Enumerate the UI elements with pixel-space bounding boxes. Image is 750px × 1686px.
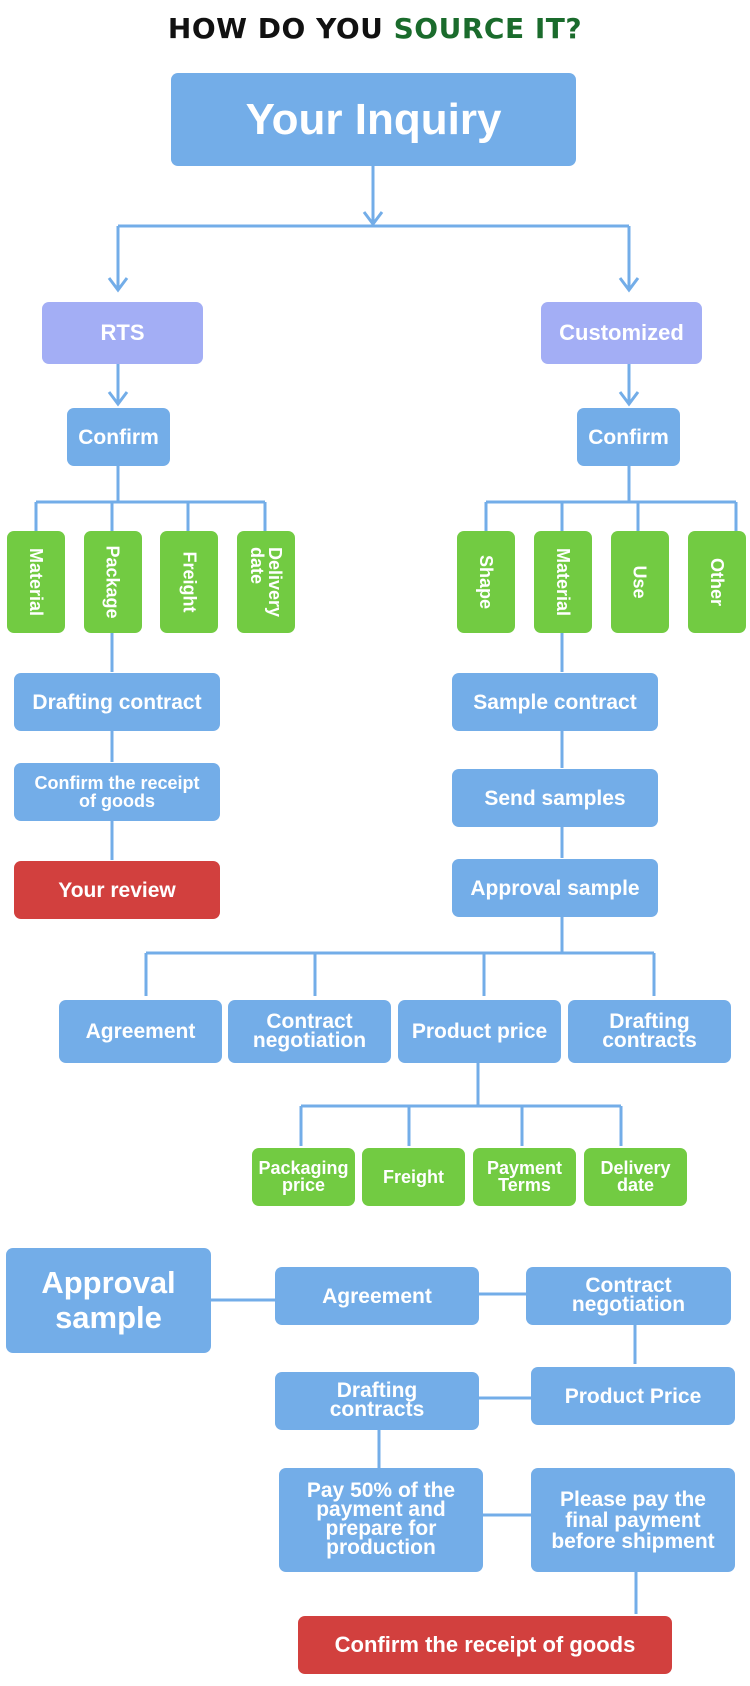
bottom-contract-negotiation-box: Contract negotiation: [526, 1267, 731, 1325]
rts-option-material-label: Material: [26, 547, 46, 617]
bottom-agreement-label: Agreement: [322, 1284, 432, 1308]
price-packaging-label: Packaging price: [258, 1157, 349, 1195]
page-title: HOW DO YOU SOURCE IT?: [0, 12, 750, 45]
arrow-center: [362, 211, 384, 227]
arrow-left: [107, 277, 129, 293]
rts-option-delivery-date: Delivery date: [237, 531, 295, 633]
custom-option-use: Use: [611, 531, 669, 633]
inquiry-box: Your Inquiry: [171, 73, 576, 166]
rts-box: RTS: [42, 302, 203, 364]
row-product-price-box: Product price: [398, 1000, 561, 1063]
price-freight-box: Freight: [362, 1148, 465, 1206]
connector-inquiry: [116, 166, 631, 290]
row-product-price-label: Product price: [411, 1020, 548, 1043]
row-drafting-contracts-box: Drafting contracts: [568, 1000, 731, 1063]
rts-confirm-box: Confirm: [67, 408, 170, 466]
row-drafting-contracts-label: Drafting contracts: [602, 1009, 697, 1052]
custom-option-material-label: Material: [553, 547, 573, 617]
arrow-custom-confirm: [618, 391, 640, 407]
row-contract-negotiation-box: Contract negotiation: [228, 1000, 391, 1063]
bottom-final-payment-label: Please pay the final payment before ship…: [551, 1487, 715, 1553]
bottom-final-payment-box: Please pay the final payment before ship…: [531, 1468, 735, 1572]
approval-sample-box: Approval sample: [452, 859, 658, 917]
custom-option-other: Other: [688, 531, 746, 633]
bottom-drafting-contracts-box: Drafting contracts: [275, 1372, 479, 1430]
price-delivery-date-label: Delivery date: [600, 1157, 671, 1195]
rts-receipt-label: Confirm the receipt of goods: [34, 773, 200, 811]
price-payment-terms-label: Payment Terms: [486, 1157, 563, 1195]
custom-option-other-label: Other: [707, 557, 728, 607]
custom-confirm-label: Confirm: [588, 425, 669, 449]
sample-contract-box: Sample contract: [452, 673, 658, 731]
custom-option-material: Material: [534, 531, 592, 633]
rts-review-label: Your review: [58, 878, 176, 902]
bottom-receipt-box: Confirm the receipt of goods: [298, 1616, 672, 1674]
rts-receipt-box: Confirm the receipt of goods: [14, 763, 220, 821]
row-agreement-box: Agreement: [59, 1000, 222, 1063]
rts-option-material: Material: [7, 531, 65, 633]
connector-custom-options: [484, 466, 738, 531]
price-packaging-box: Packaging price: [252, 1148, 355, 1206]
title-part-1: HOW DO YOU: [167, 12, 384, 45]
sample-contract-label: Sample contract: [473, 690, 637, 714]
bottom-approval-sample-label: Approval sample: [41, 1265, 176, 1335]
custom-option-shape: Shape: [457, 531, 515, 633]
title-part-2: SOURCE IT?: [393, 12, 583, 45]
row-contract-negotiation-label: Contract negotiation: [252, 1009, 367, 1052]
connector-rts-options: [34, 466, 267, 531]
rts-option-package-label: Package: [103, 545, 123, 619]
bottom-pay50-box: Pay 50% of the payment and prepare for p…: [279, 1468, 483, 1572]
send-samples-label: Send samples: [484, 786, 626, 810]
rts-drafting-box: Drafting contract: [14, 673, 220, 731]
bottom-pay50-label: Pay 50% of the payment and prepare for p…: [306, 1479, 456, 1559]
bottom-receipt-label: Confirm the receipt of goods: [334, 1632, 636, 1657]
arrow-rts-confirm: [107, 391, 129, 407]
rts-label: RTS: [100, 320, 145, 345]
bottom-drafting-contracts-label: Drafting contracts: [329, 1379, 425, 1421]
connector-agreement-row: [144, 916, 656, 996]
custom-confirm-box: Confirm: [577, 408, 680, 466]
customized-label: Customized: [559, 320, 684, 345]
bottom-product-price-box: Product Price: [531, 1367, 735, 1425]
approval-sample-label: Approval sample: [470, 876, 640, 900]
send-samples-box: Send samples: [452, 769, 658, 827]
connector-bottom-flow: [210, 1292, 638, 1614]
rts-option-freight: Freight: [160, 531, 218, 633]
rts-option-package: Package: [84, 531, 142, 633]
rts-option-delivery-date-label: Delivery date: [247, 546, 285, 618]
row-agreement-label: Agreement: [85, 1020, 196, 1043]
price-payment-terms-box: Payment Terms: [473, 1148, 576, 1206]
inquiry-label: Your Inquiry: [245, 94, 502, 144]
bottom-contract-negotiation-label: Contract negotiation: [571, 1274, 686, 1316]
arrow-right: [618, 277, 640, 293]
bottom-agreement-box: Agreement: [275, 1267, 479, 1325]
price-freight-label: Freight: [383, 1167, 444, 1187]
connector-price-row: [299, 1062, 623, 1146]
rts-drafting-label: Drafting contract: [32, 690, 202, 714]
custom-option-shape-label: Shape: [476, 554, 496, 610]
rts-option-freight-label: Freight: [179, 551, 199, 613]
price-delivery-date-box: Delivery date: [584, 1148, 687, 1206]
customized-box: Customized: [541, 302, 702, 364]
bottom-approval-sample-box: Approval sample: [6, 1248, 211, 1353]
rts-confirm-label: Confirm: [78, 425, 159, 449]
custom-option-use-label: Use: [630, 565, 650, 599]
rts-review-box: Your review: [14, 861, 220, 919]
bottom-product-price-label: Product Price: [564, 1384, 702, 1408]
